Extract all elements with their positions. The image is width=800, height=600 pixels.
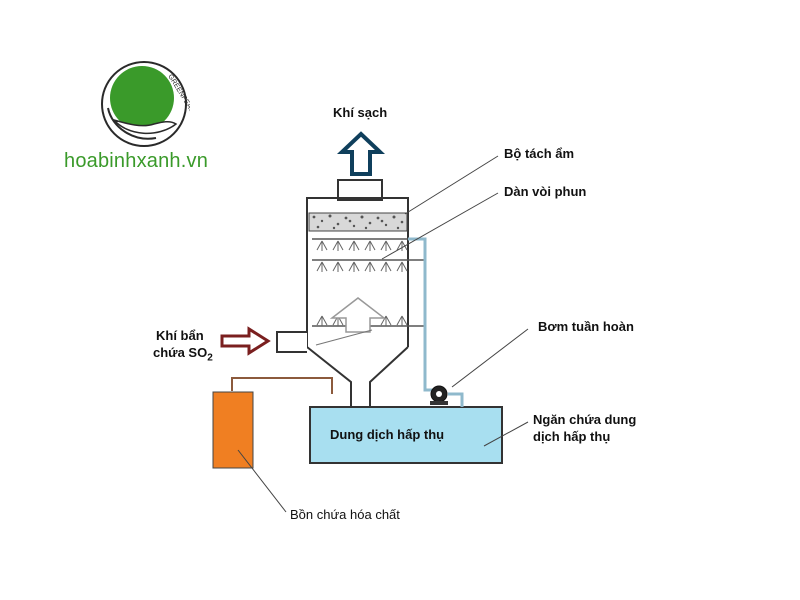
label-demister: Bộ tách ẩm [504,146,575,161]
label-chem-tank: Bồn chứa hóa chất [290,507,400,522]
dirty-gas-arrow [220,326,271,356]
clean-gas-arrow [336,131,386,176]
gas-inlet-duct [276,331,307,353]
label-dirty-gas-1: Khí bẩn [156,328,204,343]
demister-texture [312,214,404,230]
label-dirty-gas-2: chứa SO2 [153,345,213,367]
brand-site[interactable]: hoabinhxanh.vn [64,150,209,172]
chemical-feed-pipe [231,377,333,394]
circulation-pump [430,385,448,405]
greenpeace-logo: GREENPEACE [101,61,190,147]
circulation-pipe [408,237,464,407]
label-spray-nozzles: Dàn vòi phun [504,184,587,199]
leader-lines [237,155,529,513]
chemical-tank [212,391,254,469]
internal-gas-arrow [329,297,387,333]
label-tank-2: dịch hấp thụ [533,429,611,444]
label-dirty-gas-2-text: chứa SO [153,345,208,360]
label-clean-gas: Khí sạch [333,105,388,120]
label-solution: Dung dịch hấp thụ [330,427,445,442]
inlet-inner-line [315,329,373,346]
demister-packing [308,212,408,232]
label-pump: Bơm tuần hoàn [538,319,634,334]
label-tank-1: Ngăn chứa dung [533,412,637,427]
so2-subscript: 2 [207,352,213,364]
scrubber-column [306,179,409,407]
absorption-tank [309,406,503,464]
